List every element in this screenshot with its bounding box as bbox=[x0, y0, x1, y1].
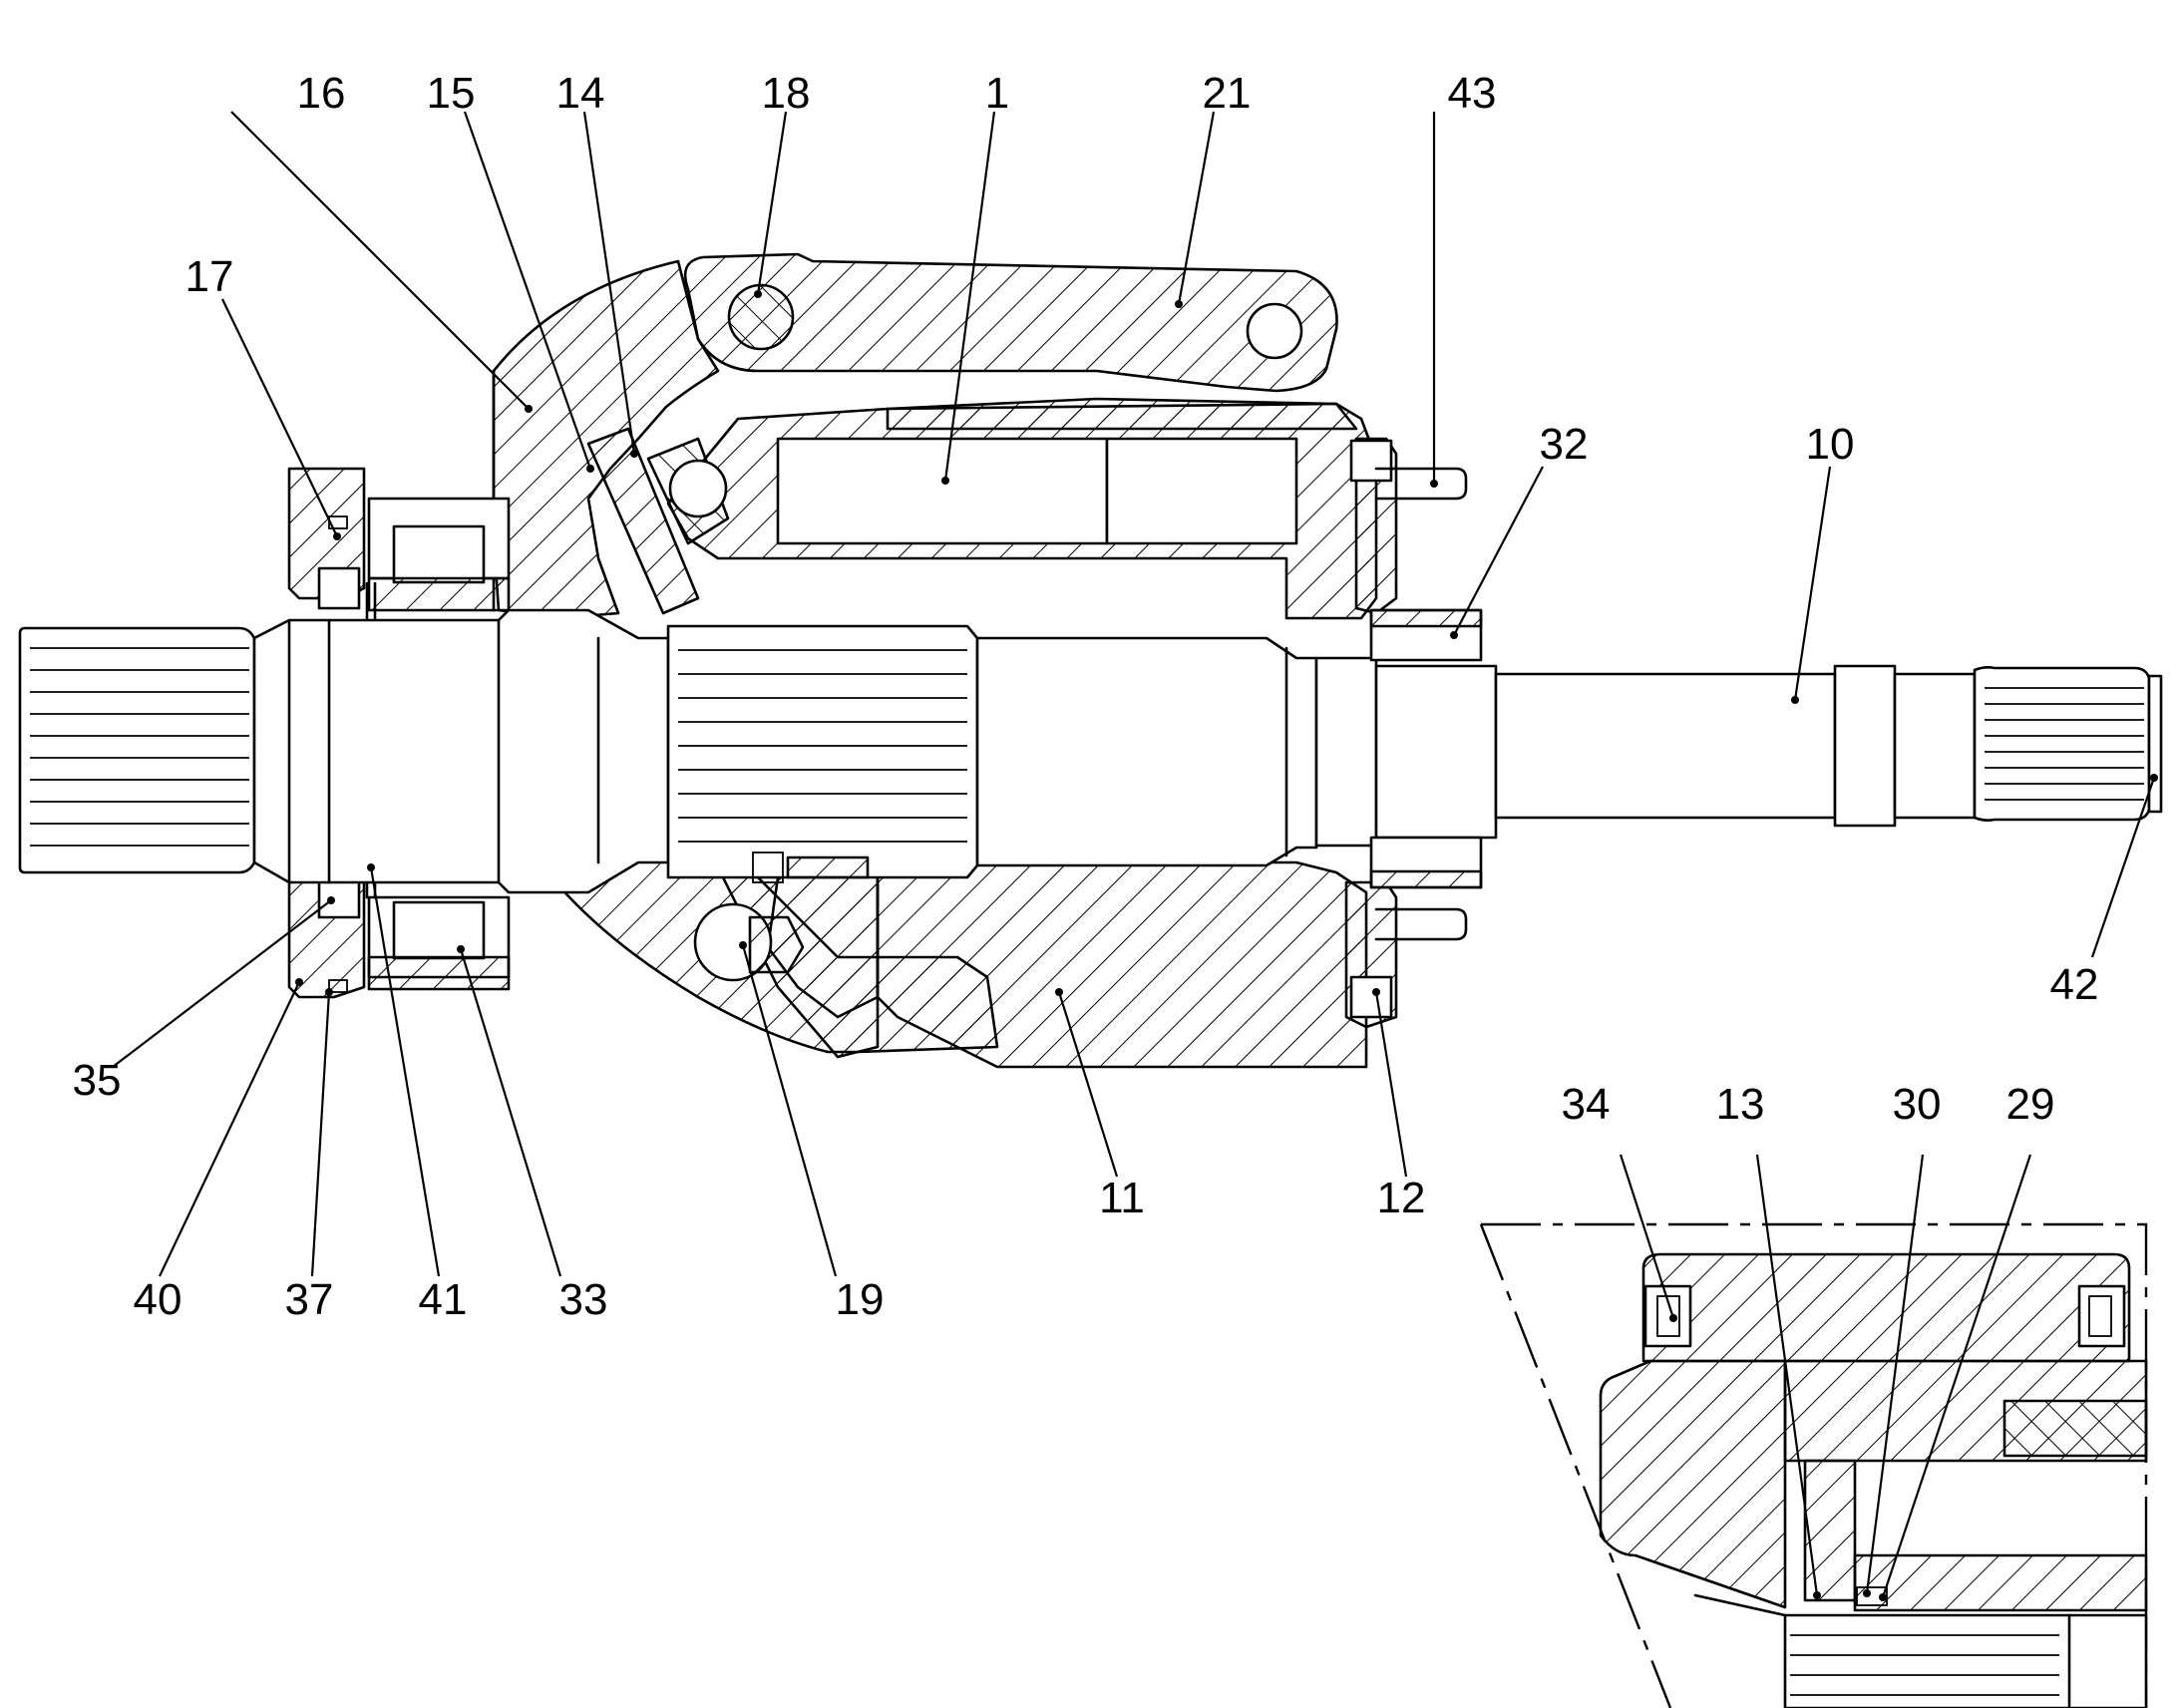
seal-carrier bbox=[287, 467, 377, 999]
control-arm bbox=[683, 252, 1338, 393]
callout-42: 42 bbox=[2050, 960, 2099, 1009]
callout-32: 32 bbox=[1540, 420, 1589, 469]
callout-29: 29 bbox=[2006, 1080, 2055, 1129]
callout-labels: 16 15 14 18 1 21 43 17 32 10 42 35 11 12… bbox=[73, 69, 2099, 1324]
leader-lines bbox=[112, 111, 2158, 1601]
callout-37: 37 bbox=[285, 1275, 334, 1324]
callout-16: 16 bbox=[297, 69, 346, 118]
callout-1: 1 bbox=[985, 69, 1009, 118]
callout-11: 11 bbox=[1099, 1174, 1145, 1222]
cylinder-block bbox=[666, 397, 1378, 620]
callout-17: 17 bbox=[185, 252, 234, 301]
callout-14: 14 bbox=[556, 69, 605, 118]
end-plate bbox=[1344, 437, 1468, 1029]
callout-19: 19 bbox=[836, 1275, 885, 1324]
callout-13: 13 bbox=[1716, 1080, 1765, 1129]
callout-41: 41 bbox=[419, 1275, 468, 1324]
roller-bearing bbox=[367, 497, 511, 991]
main-assembly bbox=[18, 252, 2163, 1069]
callout-21: 21 bbox=[1203, 69, 1252, 118]
callout-33: 33 bbox=[559, 1275, 608, 1324]
callout-15: 15 bbox=[427, 69, 476, 118]
spring-retainer bbox=[752, 852, 870, 883]
detail-inset bbox=[1479, 1222, 2148, 1708]
callout-43: 43 bbox=[1448, 69, 1497, 118]
callout-30: 30 bbox=[1893, 1080, 1942, 1129]
callout-12: 12 bbox=[1377, 1174, 1426, 1222]
drive-shaft bbox=[18, 608, 2163, 894]
callout-40: 40 bbox=[134, 1275, 182, 1324]
callout-10: 10 bbox=[1806, 420, 1855, 469]
callout-35: 35 bbox=[73, 1056, 122, 1105]
callout-34: 34 bbox=[1562, 1080, 1611, 1129]
callout-18: 18 bbox=[762, 69, 811, 118]
